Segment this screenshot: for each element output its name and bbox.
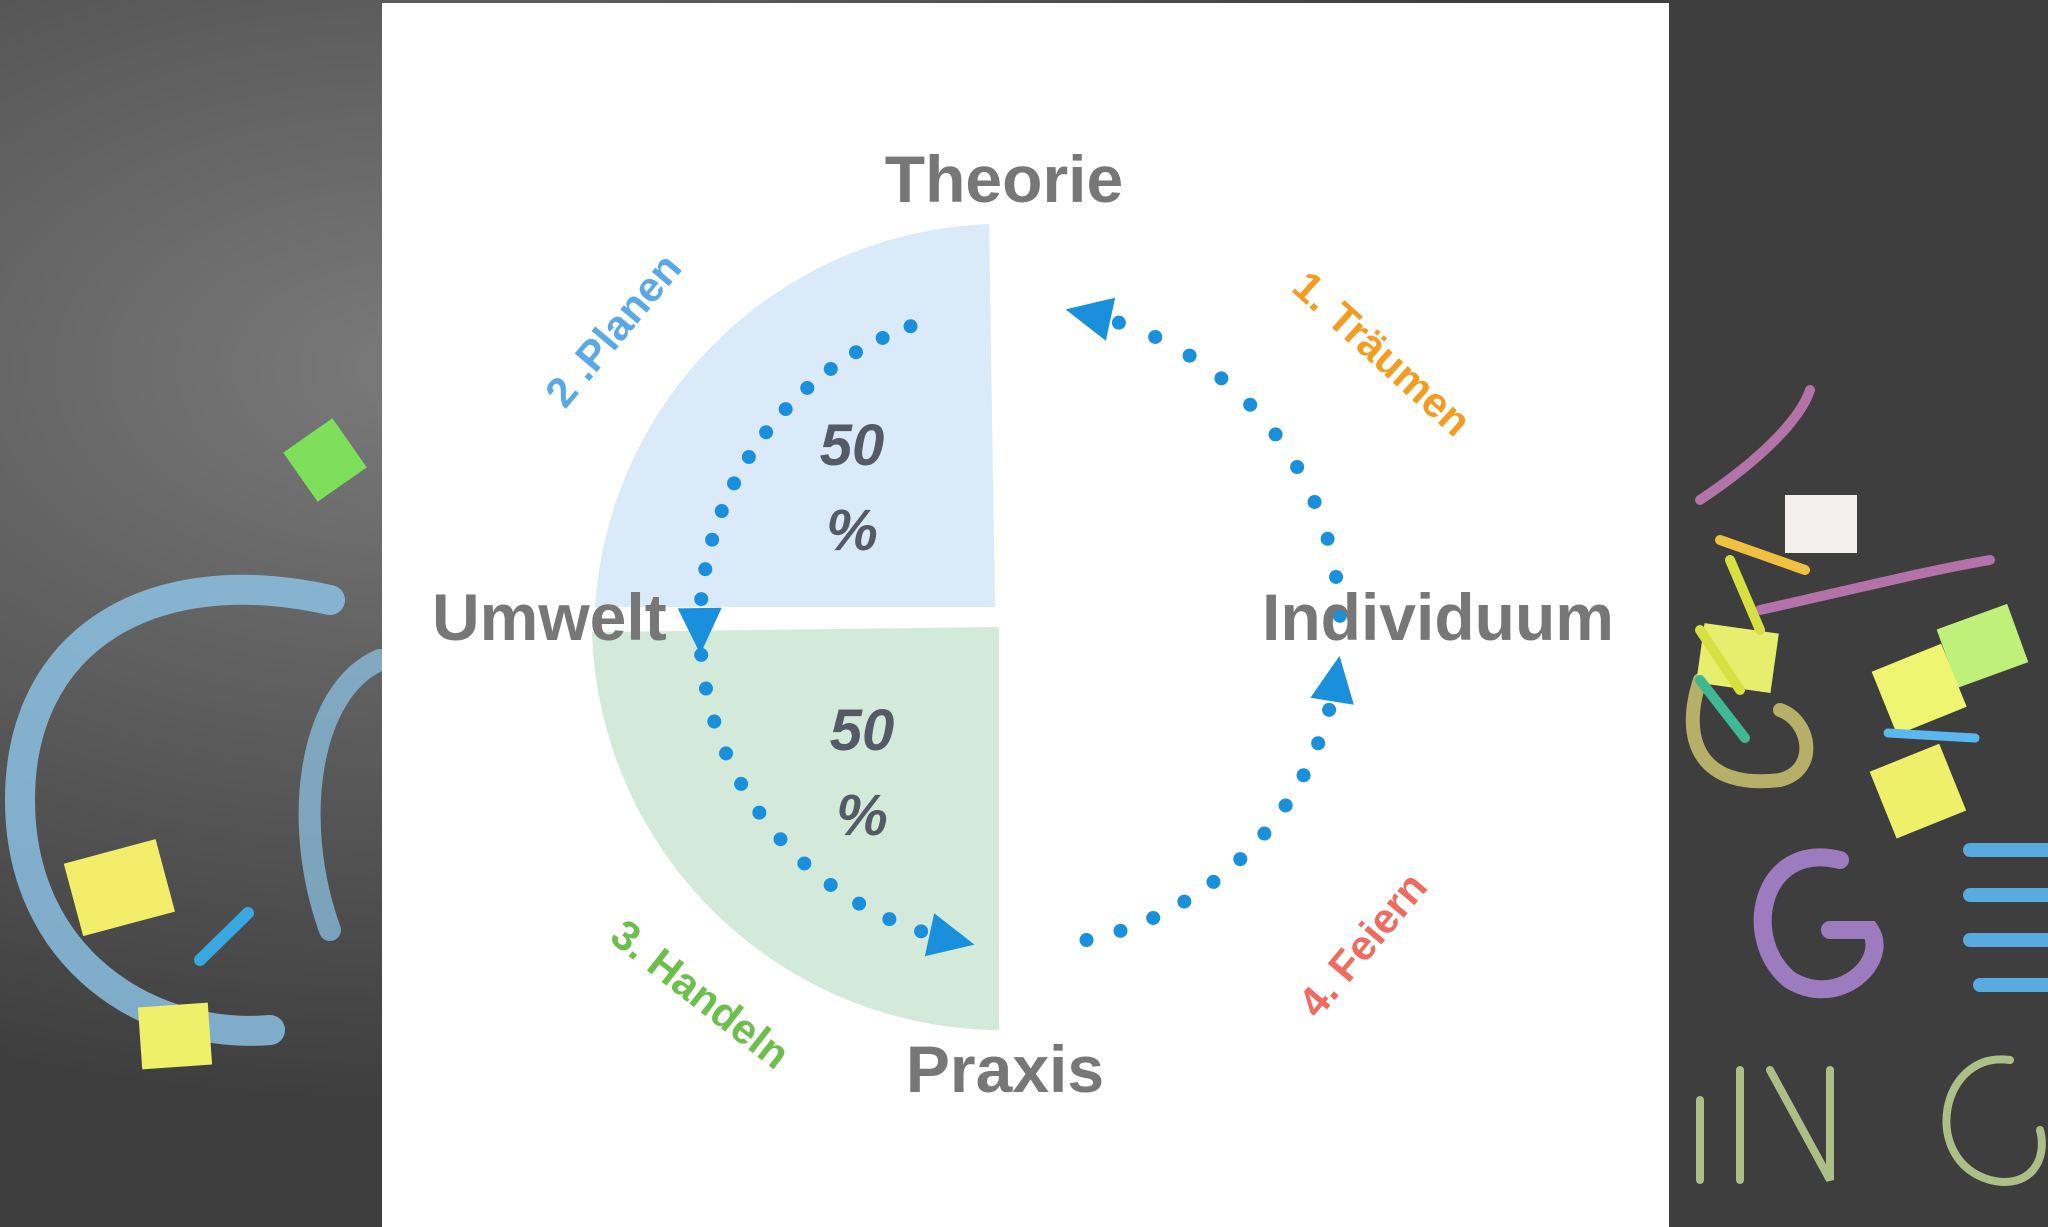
arrow-dot xyxy=(1320,531,1335,546)
arrow-head-icon xyxy=(1065,297,1116,341)
arrow-dot xyxy=(1206,874,1221,889)
arrow-dot xyxy=(797,856,812,871)
arrow-head-icon xyxy=(677,607,722,655)
arrow-dot xyxy=(848,345,863,360)
arrow-dot xyxy=(1329,569,1344,584)
arrow-dot xyxy=(1111,315,1126,330)
sticky-note xyxy=(137,1002,213,1070)
chalk-piece xyxy=(194,907,254,966)
sticky-note xyxy=(1936,603,2029,688)
arrow-dot xyxy=(1177,894,1192,909)
arrow-dot xyxy=(800,380,815,395)
arrow-dot xyxy=(773,832,788,847)
sticky-note xyxy=(1871,643,1967,735)
arrow-dot xyxy=(1290,460,1305,474)
segment-theorie-umwelt xyxy=(595,224,995,607)
sticky-note xyxy=(1869,743,1967,839)
sticky-note xyxy=(1696,623,1779,693)
arrow-dot xyxy=(1311,736,1326,751)
sticky-note xyxy=(63,839,175,937)
chalk-piece xyxy=(1695,625,1745,695)
segment-top-percent-value: 50 xyxy=(820,413,885,478)
arrow-dot xyxy=(1182,348,1197,363)
arrow-dot xyxy=(1268,427,1283,442)
arrow-dot xyxy=(1146,910,1161,925)
arrow-dot xyxy=(1243,397,1258,412)
chalk-piece xyxy=(1695,675,1750,743)
arrow-dot xyxy=(707,714,722,729)
arrow-head-icon xyxy=(924,913,975,957)
segment-bottom-percent-sign: % xyxy=(836,783,888,848)
arrow-dot xyxy=(759,425,774,440)
arrow-dot xyxy=(741,450,756,465)
arrow-dot xyxy=(1113,923,1128,938)
arrow-dot xyxy=(1332,608,1347,623)
arrow-dot xyxy=(823,361,838,376)
diagram-card xyxy=(382,3,1669,1227)
arrow-head-icon xyxy=(1310,655,1354,705)
arrow-dot xyxy=(875,330,890,345)
chalk-piece xyxy=(1725,555,1765,635)
axis-label-right: Individuum xyxy=(1262,580,1614,654)
arrow-dot xyxy=(1148,329,1163,344)
axis-label-bottom: Praxis xyxy=(906,1032,1104,1106)
arrow-dot xyxy=(1322,702,1337,717)
arrow-dot xyxy=(734,776,749,791)
arrow-dot xyxy=(1257,826,1272,841)
arrow-dot xyxy=(727,476,742,491)
arrow-dot xyxy=(882,912,897,927)
arrow-dot xyxy=(694,592,709,607)
step-label-2: 2 .Planen xyxy=(536,244,691,415)
segment-praxis-umwelt xyxy=(592,627,999,1030)
segment-bottom-percent-value: 50 xyxy=(830,698,895,763)
arrow-dot xyxy=(778,402,793,417)
chalk-piece xyxy=(1883,728,1980,743)
arrow-dot xyxy=(705,532,720,547)
arrow-dot xyxy=(752,805,767,820)
arrow-dot xyxy=(714,504,729,519)
chalk-letters-right xyxy=(1685,385,2048,1186)
sticky-note xyxy=(1785,495,1857,553)
axis-label-top: Theorie xyxy=(885,142,1123,216)
arrow-dot xyxy=(903,319,918,334)
arrow-dot xyxy=(698,681,713,696)
arrow-dot xyxy=(852,896,867,911)
segment-top-percent-sign: % xyxy=(826,498,878,563)
arrow-dot xyxy=(719,746,734,761)
arrow-dot xyxy=(1278,798,1293,813)
arrow-dot xyxy=(823,877,838,892)
arrow-dot xyxy=(698,562,713,577)
arrow-dot xyxy=(914,924,929,939)
arrow-dot xyxy=(1214,371,1229,386)
chalk-piece xyxy=(1715,535,1810,575)
arrow-dot xyxy=(1296,768,1311,783)
dotted-arrow-icon xyxy=(677,297,1354,957)
sticky-note xyxy=(283,418,367,502)
arrow-dot xyxy=(1233,852,1248,867)
axis-label-left: Umwelt xyxy=(432,580,667,654)
arrow-dot xyxy=(1079,933,1094,948)
step-label-1: 1. Träumen xyxy=(1284,262,1480,445)
arrow-dot xyxy=(694,647,709,662)
arrow-dot xyxy=(1307,494,1322,509)
step-label-4: 4. Feiern xyxy=(1289,863,1436,1026)
